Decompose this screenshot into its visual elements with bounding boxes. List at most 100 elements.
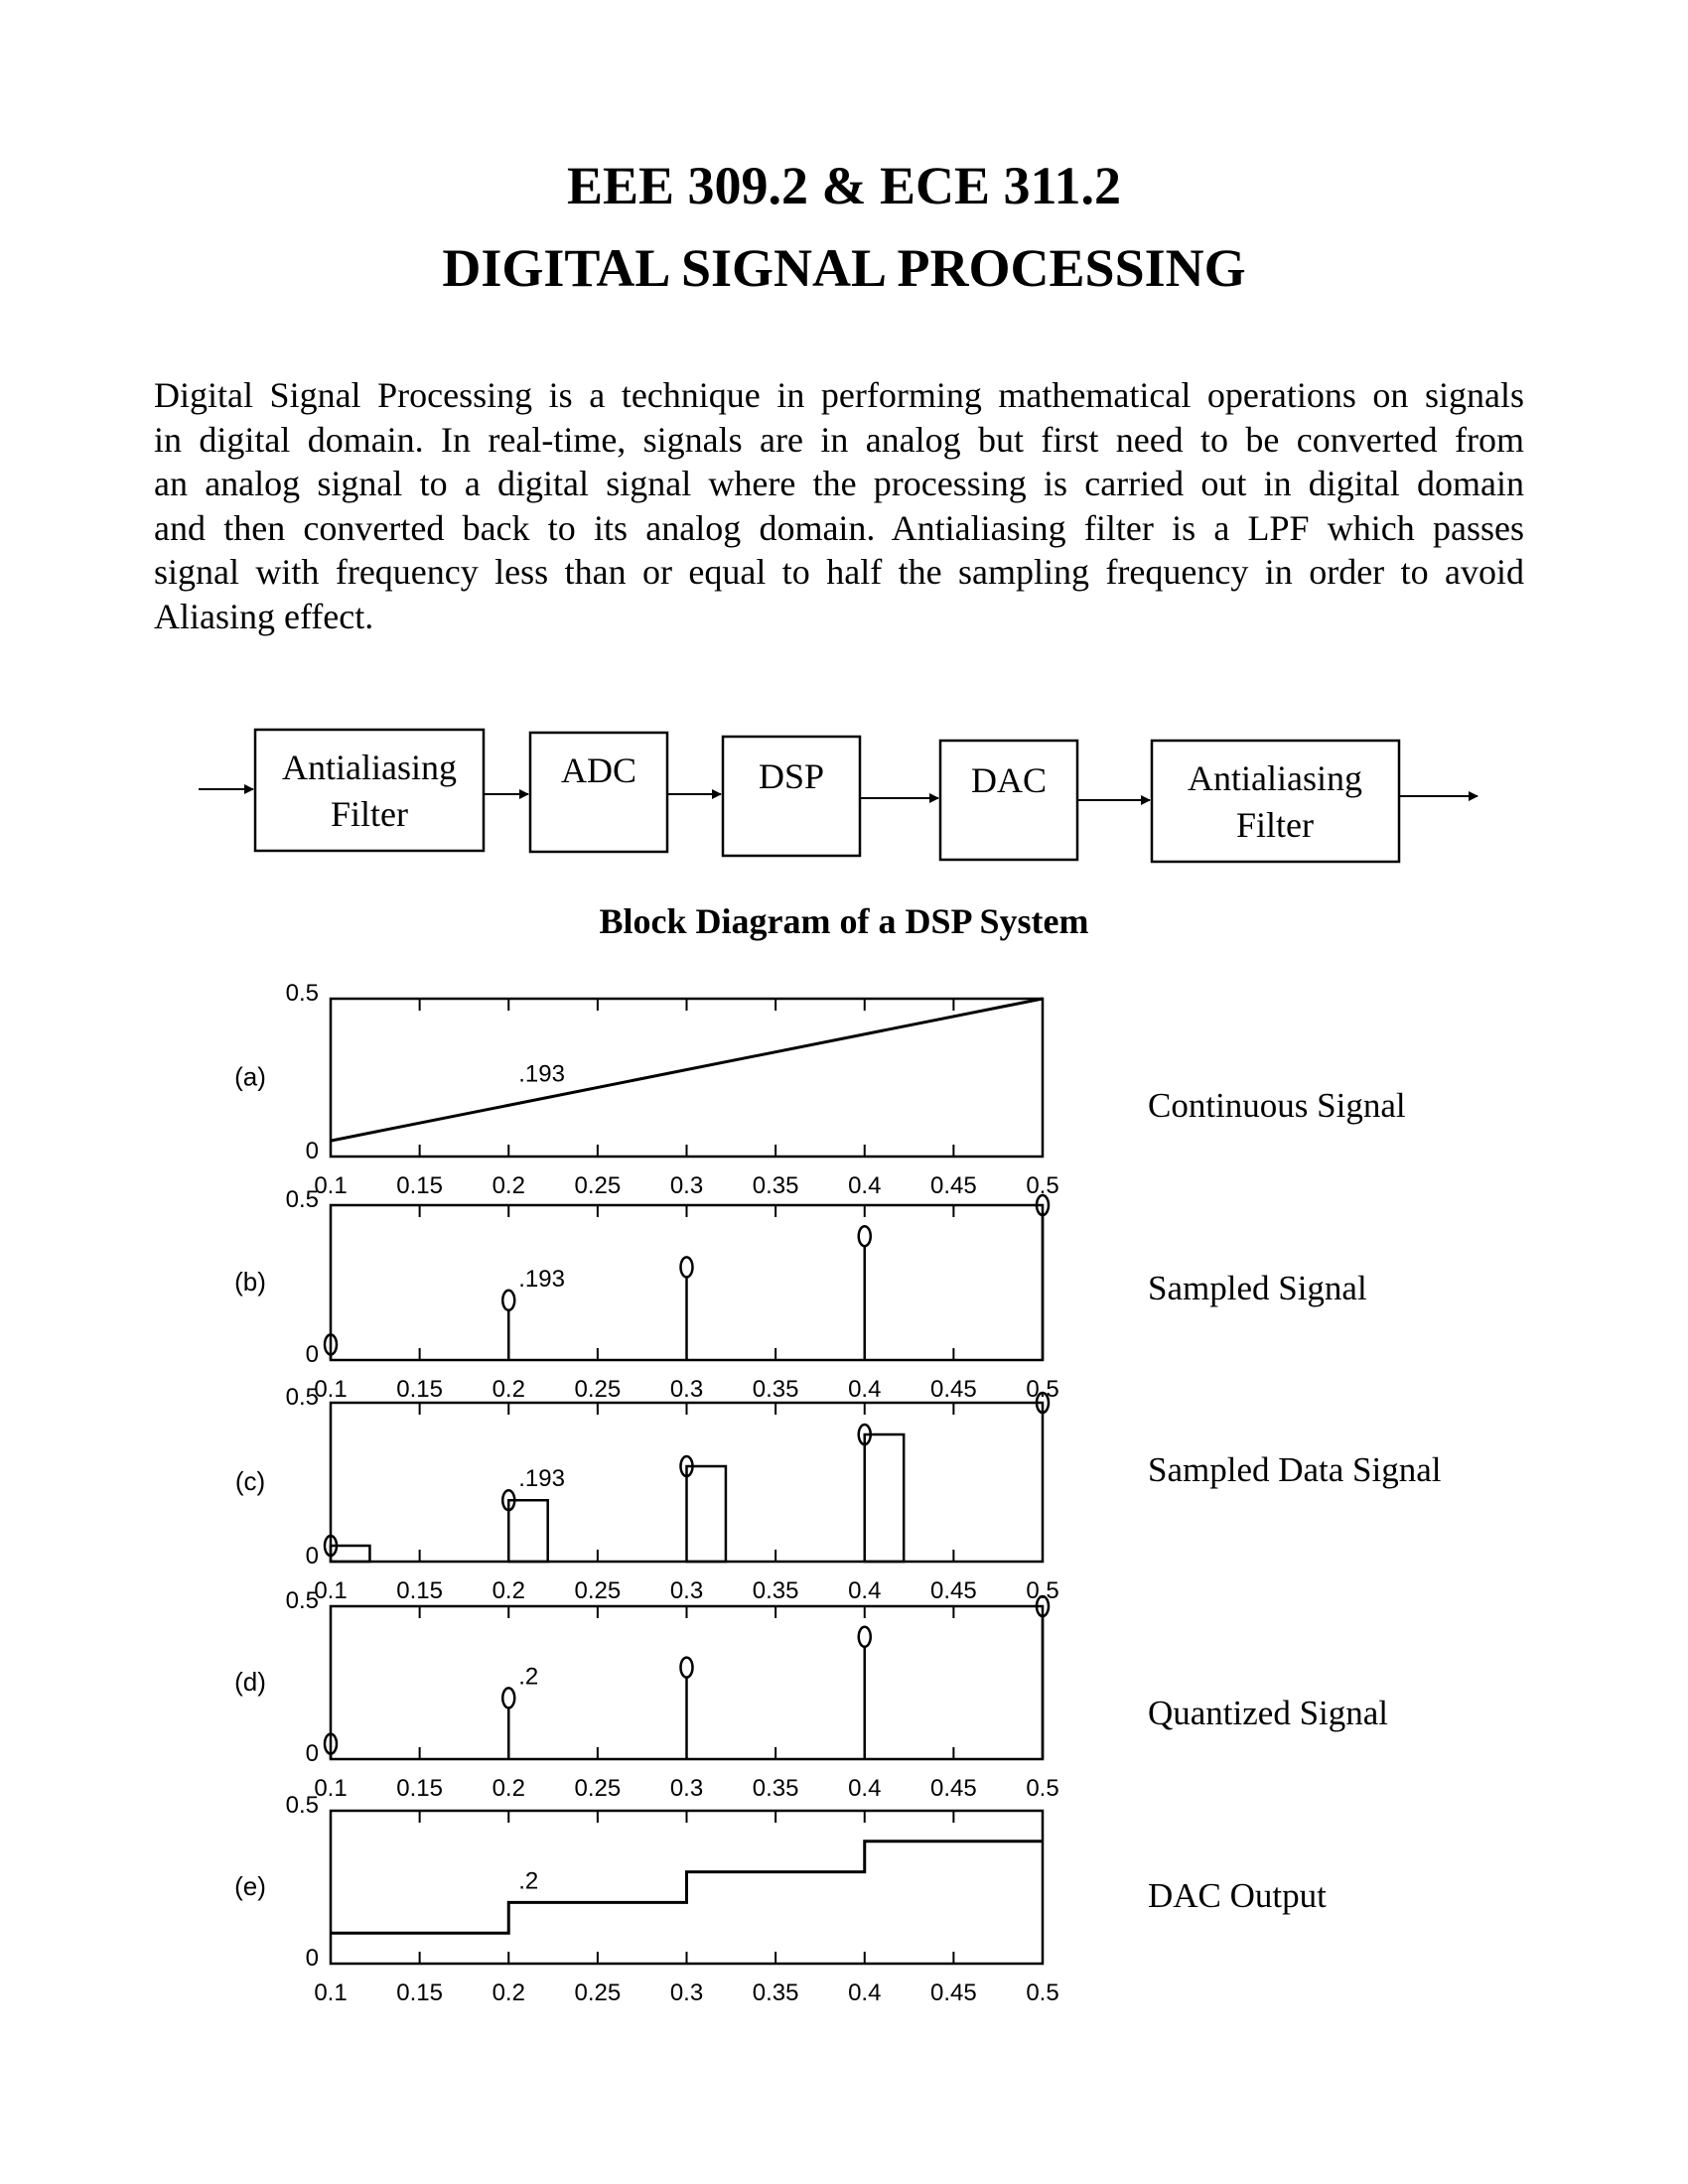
value-annotation: .193 [518,1061,565,1088]
x-tick-label: 0.4 [848,1775,881,1802]
x-tick-label: 0.2 [492,1979,525,2006]
sample-marker [323,1732,339,1755]
block-diagram-caption: Block Diagram of a DSP System [599,901,1089,941]
x-tick-label: 0.35 [753,1979,799,2006]
sample-marker [857,1423,872,1446]
x-tick-label: 0.1 [314,1172,347,1199]
x-tick-label: 0.25 [575,1979,622,2006]
document-title: EEE 309.2 & ECE 311.2 [566,156,1122,215]
sample-marker [1035,1193,1051,1217]
block-label: Antialiasing [282,748,457,787]
x-tick-label: 0.25 [575,1577,622,1604]
label-quantized-signal: Quantized Signal [1148,1694,1389,1732]
y-tick-label: 0.5 [286,980,319,1007]
x-tick-label: 0.1 [314,1577,347,1604]
x-tick-label: 0.5 [1026,1775,1058,1802]
x-tick-label: 0.3 [670,1775,703,1802]
panel-label: (d) [234,1667,266,1697]
block-antialiasing-filter-out [1150,739,1401,864]
block-label: DSP [759,756,824,796]
y-tick-label: 0 [306,1138,319,1164]
value-annotation: .193 [518,1266,565,1293]
x-tick-label: 0.15 [396,1577,443,1604]
x-tick-label: 0.35 [753,1172,799,1199]
sample-marker [679,1454,694,1478]
x-tick-label: 0.2 [492,1775,525,1802]
y-tick-label: 0 [306,1341,319,1368]
x-tick-label: 0.35 [753,1577,799,1604]
x-tick-label: 0.5 [1026,1376,1058,1403]
x-tick-label: 0.2 [492,1577,525,1604]
x-tick-label: 0.15 [396,1376,443,1403]
block-dsp [721,735,862,858]
x-tick-label: 0.45 [930,1577,977,1604]
x-tick-label: 0.45 [930,1172,977,1199]
sample-marker [323,1534,339,1558]
y-tick-label: 0.5 [286,1186,319,1213]
label-sampled-data-signal: Sampled Data Signal [1148,1450,1442,1489]
x-tick-label: 0.3 [670,1172,703,1199]
x-tick-label: 0.45 [930,1979,977,2006]
sample-marker [501,1687,516,1709]
x-tick-label: 0.15 [396,1979,443,2006]
label-dac-output: DAC Output [1148,1876,1327,1915]
sample-marker [857,1625,872,1649]
sample-marker [1035,1391,1051,1415]
block-label: Antialiasing [1188,758,1362,798]
y-tick-label: 0.5 [286,1792,319,1819]
block-label: Filter [331,794,408,834]
panel-label: (a) [234,1062,266,1092]
y-tick-label: 0.5 [286,1384,319,1411]
block-antialiasing-filter-in [253,728,486,853]
y-tick-label: 0 [306,1945,319,1972]
label-sampled-signal: Sampled Signal [1148,1269,1367,1307]
intro-line: in digital domain. In real-time, signals… [154,419,1524,460]
intro-line: Aliasing effect. [154,596,374,636]
sample-marker [501,1488,516,1512]
block-label: ADC [561,751,636,790]
x-tick-label: 0.15 [396,1172,443,1199]
hold-pulse [329,1544,371,1564]
x-tick-label: 0.2 [492,1172,525,1199]
label-continuous-signal: Continuous Signal [1148,1086,1406,1125]
x-tick-label: 0.4 [848,1979,881,2006]
x-tick-label: 0.45 [930,1775,977,1802]
y-tick-label: 0.5 [286,1587,319,1614]
panel-label: (b) [234,1267,266,1297]
intro-paragraph: Digital Signal Processing is a technique… [154,373,1524,639]
sample-marker [501,1289,516,1312]
x-tick-label: 0.3 [670,1979,703,2006]
x-tick-label: 0.3 [670,1577,703,1604]
hold-pulse [507,1498,549,1564]
sample-marker [857,1224,872,1248]
intro-line: an analog signal to a digital signal whe… [154,464,1524,504]
x-tick-label: 0.35 [753,1376,799,1403]
x-tick-label: 0.35 [753,1775,799,1802]
x-tick-label: 0.1 [314,1775,347,1802]
x-tick-label: 0.4 [848,1376,881,1403]
x-tick-label: 0.25 [575,1376,622,1403]
x-tick-label: 0.5 [1026,1577,1058,1604]
hold-pulse [863,1433,906,1564]
x-tick-label: 0.25 [575,1172,622,1199]
plot-frame [329,997,1045,1159]
value-annotation: .2 [518,1663,538,1690]
sample-marker [679,1656,694,1679]
x-tick-label: 0.45 [930,1376,977,1403]
x-tick-label: 0.4 [848,1172,881,1199]
sample-marker [679,1256,694,1279]
intro-line: Digital Signal Processing is a technique… [154,375,1524,415]
value-annotation: .193 [518,1465,565,1492]
x-tick-label: 0.5 [1026,1979,1058,2006]
sample-marker [323,1333,339,1356]
x-tick-label: 0.3 [670,1376,703,1403]
block-adc [528,731,669,854]
x-tick-label: 0.2 [492,1376,525,1403]
x-tick-label: 0.4 [848,1577,881,1604]
panel-label: (c) [235,1466,265,1496]
block-label: Filter [1236,805,1314,845]
hold-pulse [685,1464,728,1564]
value-annotation: .2 [518,1867,538,1894]
sample-marker [1035,1594,1051,1618]
